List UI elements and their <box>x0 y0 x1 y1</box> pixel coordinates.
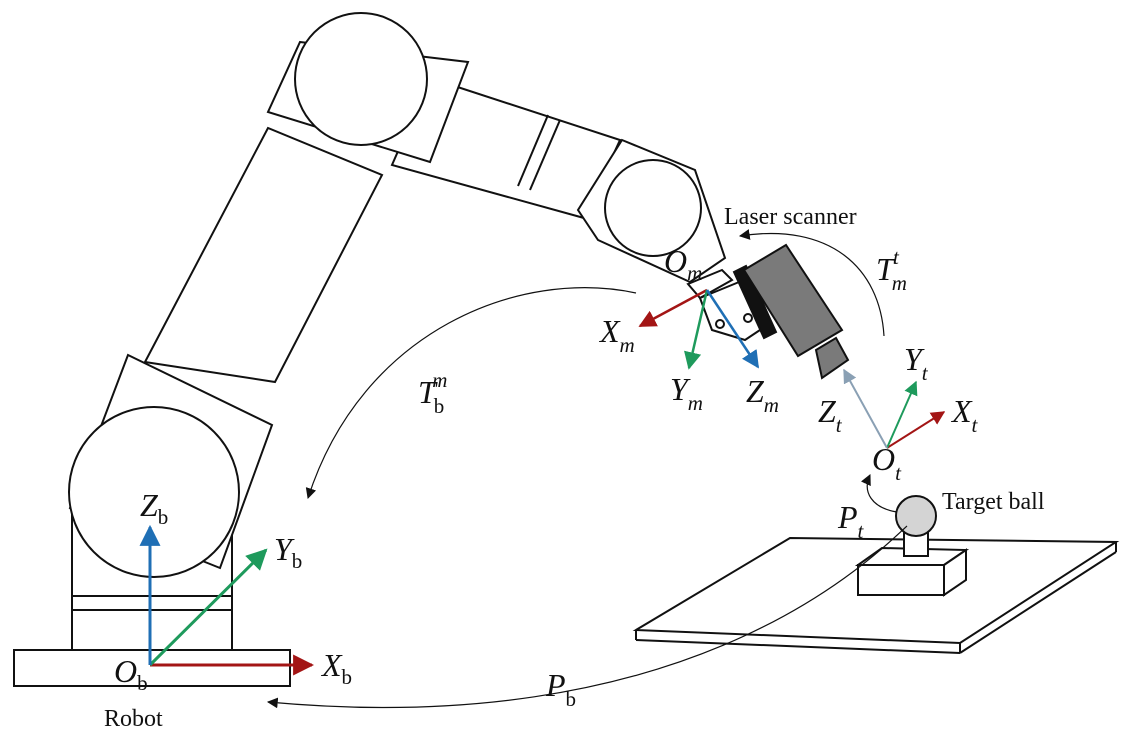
tracker-frame-axes <box>843 368 946 449</box>
worktable <box>632 495 1120 654</box>
base-origin-label: Ob <box>114 653 148 695</box>
target-ball <box>895 495 937 537</box>
flange-origin-label: Om <box>664 243 702 285</box>
tracker-x-label: Xt <box>950 393 979 437</box>
robot-elbow-joint <box>294 12 428 146</box>
tracker-y-label: Yt <box>904 341 929 385</box>
flange-frame-axes <box>638 288 760 370</box>
laser-scanner <box>732 243 850 380</box>
transform-base-to-flange-label: Tbm <box>418 368 447 418</box>
flange-x-label: Xm <box>598 313 635 357</box>
arrow-target-to-tracker <box>860 474 898 513</box>
transform-arrows <box>266 229 908 709</box>
robot-base-plate <box>13 649 291 687</box>
base-x-label: Xb <box>320 647 352 689</box>
target-ball-label: Target ball <box>942 489 1045 515</box>
arrow-flange-to-tracker <box>738 229 885 337</box>
arrow-base-to-flange <box>305 287 637 500</box>
robot-upper-arm <box>143 126 384 384</box>
point-target-label: Pt <box>837 499 865 543</box>
flange-y-label: Ym <box>670 371 703 415</box>
laser-scanner-label: Laser scanner <box>724 204 857 230</box>
tracker-z-label: Zt <box>818 393 843 437</box>
tracker-origin-label: Ot <box>872 441 902 485</box>
robot-shoulder-joint <box>68 406 240 578</box>
flange-z-label: Zm <box>746 373 779 417</box>
base-z-label: Zb <box>140 487 168 529</box>
base-y-axis <box>148 548 268 667</box>
robot-flange <box>686 268 734 300</box>
flange-y-axis <box>684 289 709 370</box>
robot-label: Robot <box>104 706 163 732</box>
tracker-z-axis <box>843 368 888 449</box>
tracker-y-axis <box>886 380 918 449</box>
robot-arm <box>13 12 768 687</box>
scanner-mount <box>732 264 778 340</box>
scanner-body <box>742 243 844 358</box>
tracker-x-axis <box>886 411 946 449</box>
point-base-label: Pb <box>545 667 576 711</box>
robot-wrist-joint <box>604 159 702 257</box>
base-frame-axes <box>139 524 315 676</box>
flange-z-axis <box>705 289 760 369</box>
scanner-lens <box>814 336 850 380</box>
transform-flange-to-tracker-label: Tmt <box>876 245 907 295</box>
base-y-label: Yb <box>274 531 302 573</box>
arrow-target-to-base <box>266 525 908 709</box>
flange-x-axis <box>638 288 708 328</box>
